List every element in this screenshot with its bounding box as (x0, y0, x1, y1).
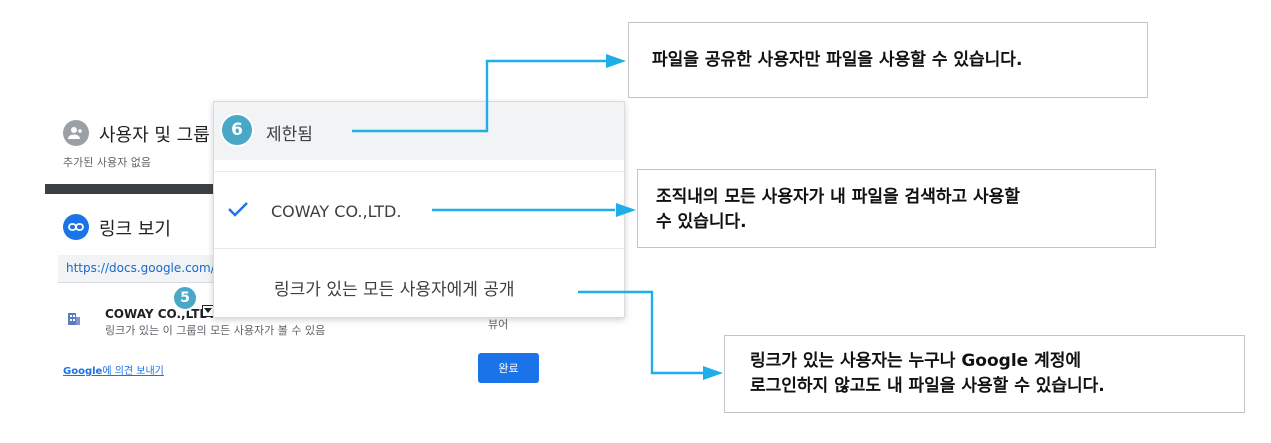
arrowhead-organization (616, 203, 636, 217)
link-heading: 링크 보기 (99, 219, 171, 240)
connector-restricted (352, 59, 608, 133)
step-6-badge: 6 (220, 113, 254, 147)
callout-anyone-line2: 로그인하지 않고도 내 파일을 사용할 수 있습니다. (750, 375, 1105, 396)
arrowhead-anyone-with-link (703, 366, 723, 380)
callout-organization-line1: 조직내의 모든 사용자가 내 파일을 검색하고 사용할 (656, 187, 1020, 207)
menu-item-label: 제한됨 (266, 125, 313, 145)
no-users-text: 추가된 사용자 없음 (63, 156, 151, 169)
done-button[interactable]: 완료 (478, 353, 539, 383)
menu-item-organization[interactable]: COWAY CO.,LTD. (214, 171, 624, 249)
add-people-icon (63, 120, 89, 146)
callout-organization: 조직내의 모든 사용자가 내 파일을 검색하고 사용할 수 있습니다. (637, 169, 1156, 248)
divider-strip (45, 184, 213, 194)
callout-restricted-text: 파일을 공유한 사용자만 파일을 사용할 수 있습니다. (652, 50, 1023, 70)
menu-item-label: 링크가 있는 모든 사용자에게 공개 (274, 280, 515, 300)
org-description: 링크가 있는 이 그룹의 모든 사용자가 볼 수 있음 (105, 324, 326, 337)
menu-item-label: COWAY CO.,LTD. (271, 202, 402, 221)
arrowhead-restricted (606, 54, 626, 68)
link-icon (63, 214, 89, 240)
feedback-text: 에 의견 보내기 (102, 366, 164, 377)
callout-anyone-with-link: 링크가 있는 사용자는 누구나 Google 계정에 로그인하지 않고도 내 파… (724, 335, 1245, 413)
feedback-link[interactable]: Google에 의견 보내기 (63, 362, 164, 377)
building-icon (66, 310, 82, 326)
link-url-field[interactable]: https://docs.google.com/sp (58, 255, 213, 283)
callout-anyone-line1: 링크가 있는 사용자는 누구나 Google 계정에 (750, 351, 1082, 371)
check-icon (227, 201, 249, 221)
step-5-badge: 5 (172, 285, 198, 311)
menu-item-anyone-with-link[interactable]: 링크가 있는 모든 사용자에게 공개 (214, 249, 624, 317)
feedback-brand: Google (63, 366, 103, 377)
callout-organization-line2: 수 있습니다. (656, 211, 747, 232)
people-heading: 사용자 및 그룹 (99, 125, 210, 146)
connector-anyone-with-link (578, 290, 705, 375)
callout-restricted: 파일을 공유한 사용자만 파일을 사용할 수 있습니다. (628, 22, 1148, 98)
role-label[interactable]: 뷰어 (488, 318, 509, 331)
